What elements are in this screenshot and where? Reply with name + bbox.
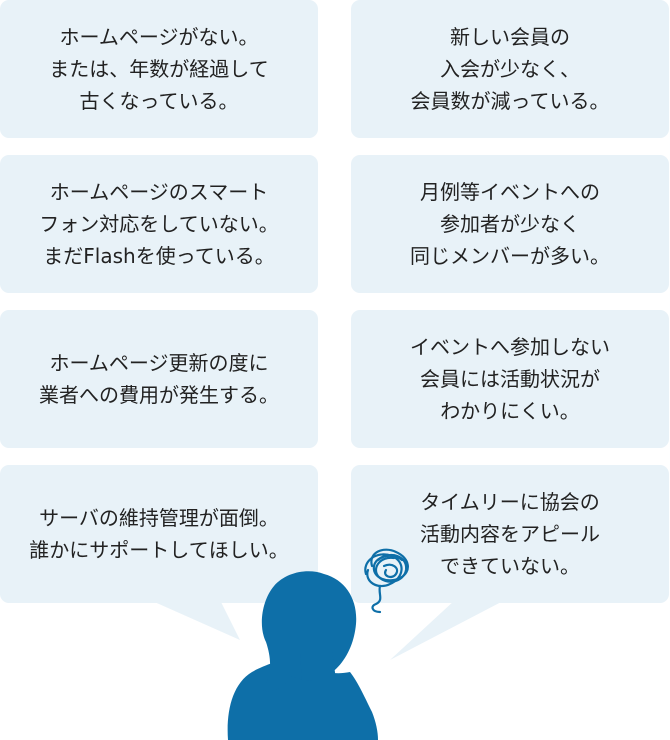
problem-box-member-decline: 新しい会員の 入会が少なく、 会員数が減っている。 bbox=[351, 0, 669, 138]
person-silhouette-icon bbox=[227, 571, 378, 740]
problem-box-server-maintenance: サーバの維持管理が面倒。 誰かにサポートしてほしい。 bbox=[0, 465, 318, 603]
left-bubble-tail bbox=[150, 600, 240, 640]
problem-box-homepage-outdated: ホームページがない。 または、年数が経過して 古くなっている。 bbox=[0, 0, 318, 138]
tangled-thought-icon bbox=[364, 548, 409, 614]
problem-box-no-smartphone-support: ホームページのスマート フォン対応をしていない。 まだFlashを使っている。 bbox=[0, 155, 318, 293]
problem-box-update-costs: ホームページ更新の度に 業者への費用が発生する。 bbox=[0, 310, 318, 448]
problem-box-event-participation: 月例等イベントへの 参加者が少なく 同じメンバーが多い。 bbox=[351, 155, 669, 293]
problem-box-timely-promotion: タイムリーに協会の 活動内容をアピール できていない。 bbox=[351, 465, 669, 603]
right-bubble-tail bbox=[390, 600, 505, 660]
problem-box-activity-visibility: イベントへ参加しない 会員には活動状況が わかりにくい。 bbox=[351, 310, 669, 448]
